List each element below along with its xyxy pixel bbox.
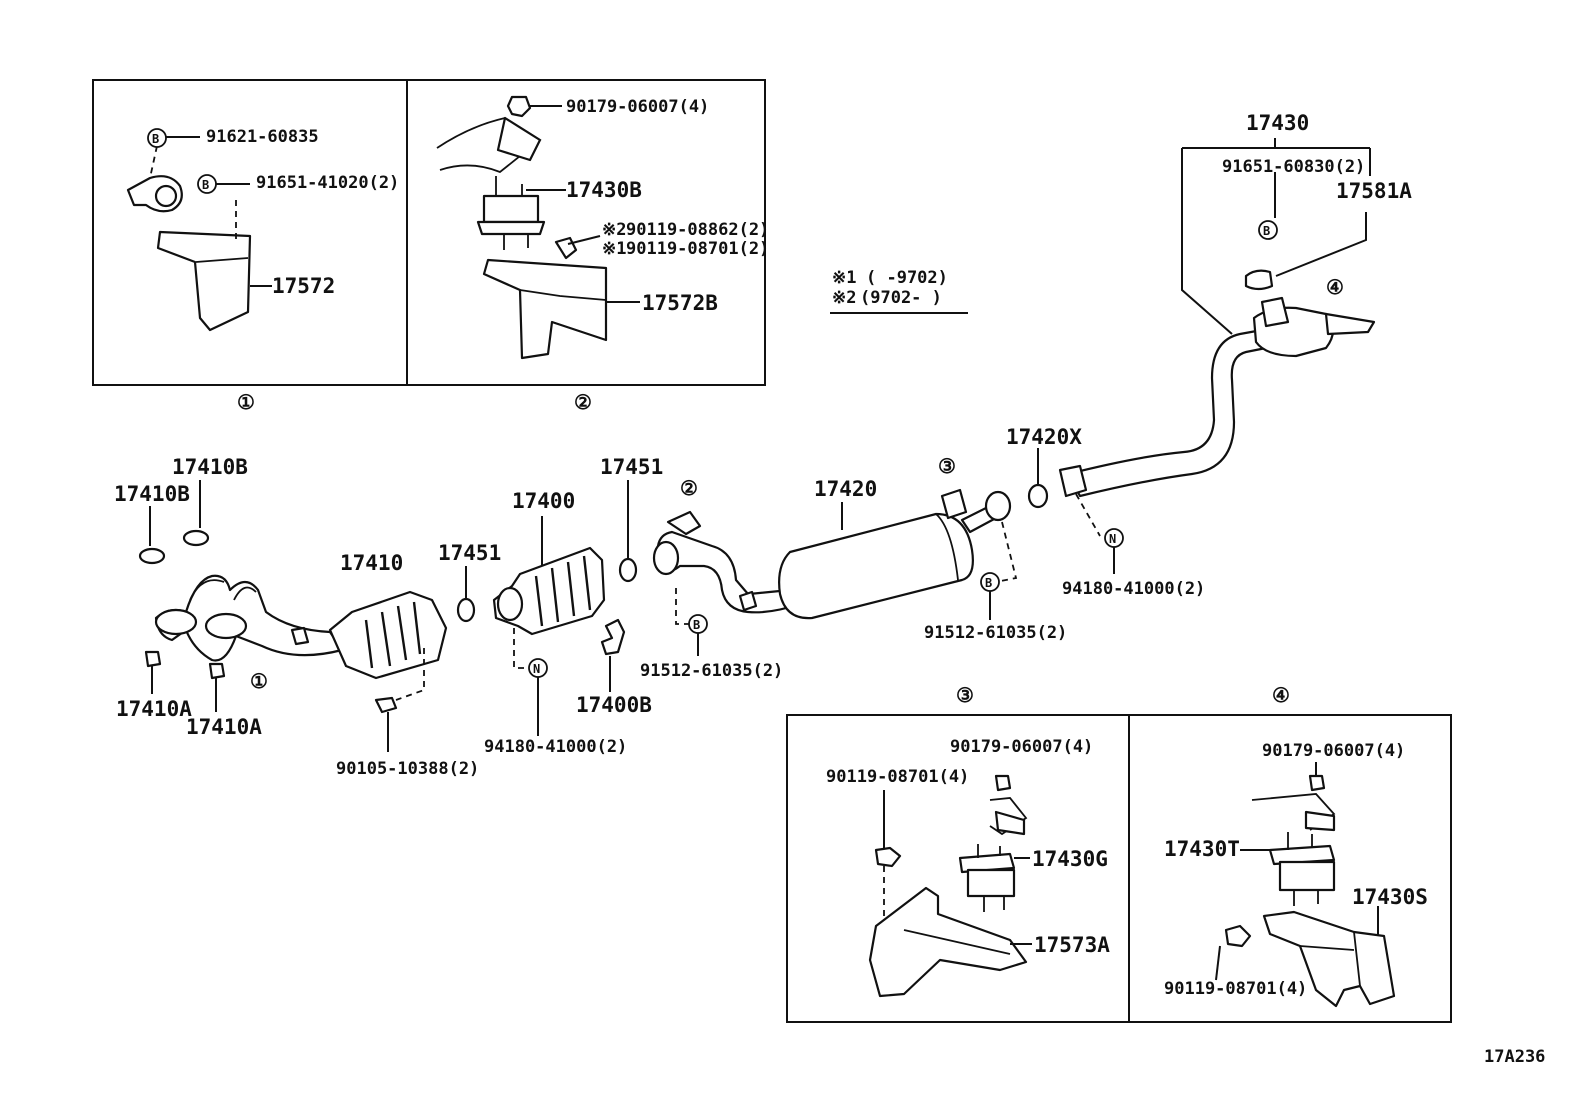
gasket-17410b-icon [138, 547, 166, 565]
rubber-mount-17430t [1268, 832, 1336, 906]
bolt-90105-icon [374, 696, 398, 714]
bolt-90119-icon [1224, 924, 1252, 948]
callout-3: ③ [938, 454, 956, 478]
converter-17400 [492, 546, 606, 636]
label-90119-08701: 90119-08701(2) [626, 239, 769, 259]
label-94180-41000-rear: 94180-41000(2) [1062, 579, 1205, 599]
label-91512-61035-right: 91512-61035(2) [924, 623, 1067, 643]
b-tag-icon: B [1258, 220, 1278, 240]
label-90119-08701-3: 90119-08701(4) [826, 767, 969, 787]
label-94180-41000-front: 94180-41000(2) [484, 737, 627, 757]
label-17400: 17400 [512, 489, 575, 513]
label-17430t: 17430T [1164, 837, 1240, 861]
b-tag-icon: B [688, 614, 708, 634]
inset-box-1: B B 91621-60835 91651-41020(2) 17572 [92, 79, 408, 386]
b-tag-icon: B [147, 128, 167, 148]
label-91621-60835: 91621-60835 [206, 127, 319, 147]
label-91651-60830: 91651-60830(2) [1222, 157, 1365, 177]
inset-box-4: 90179-06007(4) 17430T 17430S 90119-08701… [1128, 714, 1452, 1023]
label-90105-10388: 90105-10388(2) [336, 759, 479, 779]
mark-1: ※1 [602, 239, 626, 259]
svg-text:B: B [693, 618, 700, 632]
label-17451-first: 17451 [438, 541, 501, 565]
label-17410: 17410 [340, 551, 403, 575]
label-17572: 17572 [272, 274, 335, 298]
clip-17400b-icon [600, 618, 626, 656]
date-legend: ※1 ( -9702) ※2 (9702- ) [830, 268, 968, 314]
svg-text:B: B [152, 132, 159, 146]
callout-4: ④ [1326, 275, 1344, 299]
gasket-17410b-icon [182, 529, 210, 547]
b-tag-icon: B [197, 174, 217, 194]
nut-90179-icon [506, 95, 532, 118]
inset-number-3: ③ [956, 683, 974, 707]
label-90179-06007-4: 90179-06007(4) [1262, 741, 1405, 761]
label-91512-61035-center: 91512-61035(2) [640, 661, 783, 681]
inset-number-4: ④ [1272, 683, 1290, 707]
n-tag-icon: N [1104, 528, 1124, 548]
legend-mark-2: ※2 [832, 288, 856, 308]
label-17573a: 17573A [1034, 933, 1110, 957]
rubber-mount-17430g [958, 844, 1016, 912]
label-17430b: 17430B [566, 178, 642, 202]
gasket-17451-icon [456, 597, 476, 623]
inset-number-1: ① [237, 390, 255, 414]
rubber-mount-17430b [476, 176, 546, 250]
label-90119-08701-4: 90119-08701(4) [1164, 979, 1307, 999]
label-17430s: 17430S [1352, 885, 1428, 909]
bolt-90119-icon [554, 236, 578, 260]
legend-text-2: (9702- ) [860, 288, 942, 308]
gasket-17420x-icon [1027, 483, 1049, 509]
nut-90179-icon [1308, 774, 1326, 792]
callout-2: ② [680, 476, 698, 500]
legend-text-1: ( -9702) [866, 268, 948, 288]
label-17410a-left: 17410A [116, 697, 192, 721]
label-17410b-upper: 17410B [172, 455, 248, 479]
nut-17410a-icon [208, 662, 226, 680]
mark-2: ※2 [602, 220, 626, 240]
label-17420x: 17420X [1006, 425, 1082, 449]
inset-number-2: ② [574, 390, 592, 414]
gasket-17451-icon [618, 557, 638, 583]
label-90179-06007: 90179-06007(4) [566, 97, 709, 117]
svg-text:B: B [1263, 224, 1270, 238]
label-17451-second: 17451 [600, 455, 663, 479]
label-17430g: 17430G [1032, 847, 1108, 871]
svg-text:N: N [533, 662, 540, 676]
callout-1: ① [250, 669, 268, 693]
nut-17410a-icon [144, 650, 162, 668]
label-17430: 17430 [1246, 111, 1309, 135]
bracket-17573a [868, 886, 1028, 998]
center-pipe-17420 [652, 488, 998, 620]
bolt-90119-icon [874, 846, 902, 868]
flange-icon [984, 490, 1012, 522]
bracket-17572b [482, 258, 608, 360]
inset-box-2: 17430B 90179-06007(4) ※2 90119-08862(2) … [406, 79, 769, 386]
label-90179-06007-3: 90179-06007(4) [950, 737, 1093, 757]
tail-pipe-17430: B 17430 91651-60830(2) 17581A ④ [1058, 111, 1412, 498]
front-pipe-17410 [154, 574, 448, 680]
legend-mark-1: ※1 [832, 268, 856, 288]
svg-text:B: B [202, 178, 209, 192]
label-17420: 17420 [814, 477, 877, 501]
svg-text:B: B [985, 576, 992, 590]
label-17572b: 17572B [642, 291, 718, 315]
figure-code: 17A236 [1484, 1047, 1545, 1067]
nut-90179-icon [994, 774, 1012, 792]
label-91651-41020: 91651-41020(2) [256, 173, 399, 193]
ring-17581a-icon [1244, 269, 1274, 291]
n-tag-icon: N [528, 658, 548, 678]
bracket-17572 [156, 230, 252, 332]
label-17581a: 17581A [1336, 179, 1412, 203]
label-17410b-lower: 17410B [114, 482, 190, 506]
b-tag-icon: B [980, 572, 1000, 592]
label-17400b: 17400B [576, 693, 652, 717]
svg-text:N: N [1109, 532, 1116, 546]
label-17410a-right: 17410A [186, 715, 262, 739]
label-90119-08862: 90119-08862(2) [626, 220, 769, 240]
inset-box-3: 90179-06007(4) 90119-08701(4) 17430G 175… [786, 714, 1130, 1023]
